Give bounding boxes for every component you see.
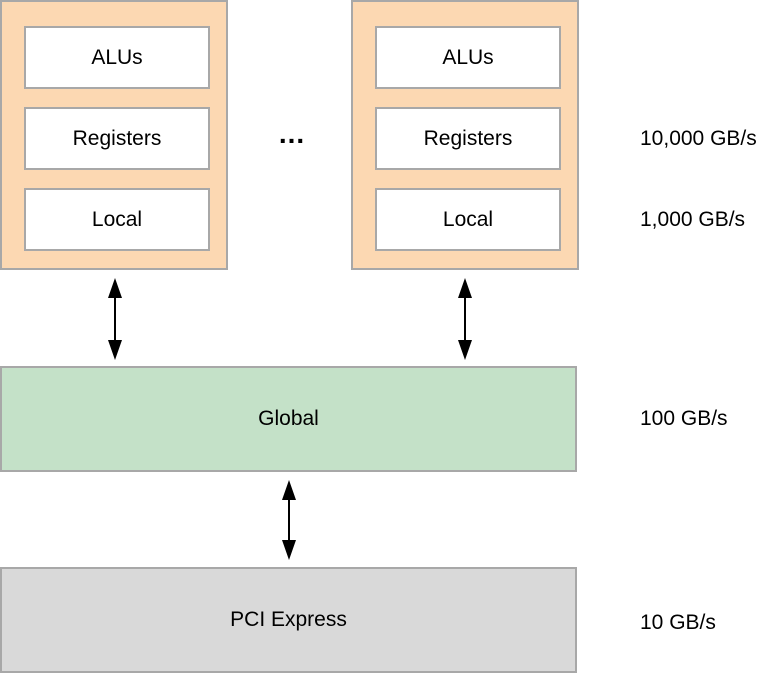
arrow-left-cu-to-global	[108, 278, 122, 360]
bandwidth-global: 100 GB/s	[640, 407, 728, 430]
bandwidth-pcie: 10 GB/s	[640, 611, 716, 634]
ellipsis: ...	[278, 118, 306, 149]
bandwidth-local: 1,000 GB/s	[640, 208, 746, 231]
alus-box-right: ALUs	[375, 26, 561, 89]
pci-express-label: PCI Express	[230, 608, 347, 631]
global-memory-box: Global	[0, 366, 577, 472]
global-memory-label: Global	[258, 407, 319, 430]
registers-box-left: Registers	[24, 107, 210, 170]
pci-express-box: PCI Express	[0, 567, 577, 673]
compute-unit-left: ALUs Registers Local	[0, 0, 228, 270]
arrow-global-to-pcie	[282, 480, 296, 560]
arrow-right-cu-to-global	[458, 278, 472, 360]
compute-unit-right: ALUs Registers Local	[351, 0, 579, 270]
bandwidth-registers: 10,000 GB/s	[640, 127, 757, 150]
alus-box-left: ALUs	[24, 26, 210, 89]
local-box-right: Local	[375, 188, 561, 251]
local-box-left: Local	[24, 188, 210, 251]
registers-box-right: Registers	[375, 107, 561, 170]
